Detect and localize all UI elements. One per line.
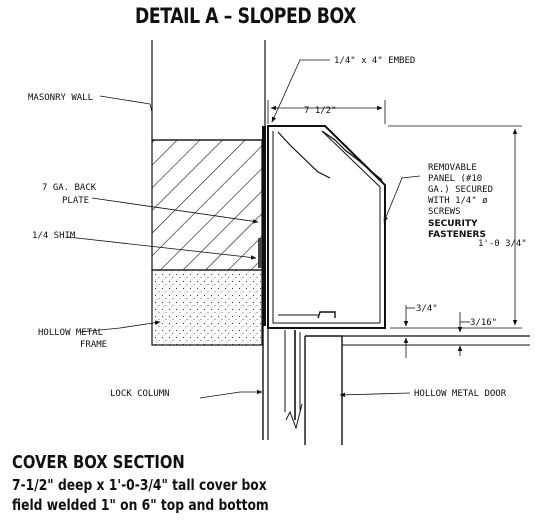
leader-lines <box>67 59 421 399</box>
embed-label: 1/4" x 4" EMBED <box>334 56 415 66</box>
lock-column-label: LOCK COLUMN <box>110 389 170 399</box>
frame-label-1: HOLLOW METAL <box>38 328 103 338</box>
sloped-cover-box <box>267 125 386 329</box>
back-plate-label-1: 7 GA. BACK <box>42 183 97 193</box>
back-plate-label-2: PLATE <box>62 196 89 206</box>
depth-label: 7 1/2" <box>304 106 337 116</box>
masonry-wall-label: MASONRY WALL <box>28 93 93 103</box>
panel-label-6: SECURITY <box>428 219 478 229</box>
masonry-wall <box>151 40 266 346</box>
shim-label: 1/4 SHIM <box>32 231 76 241</box>
caption-line-2: field welded 1" on 6" top and bottom <box>12 496 269 514</box>
hollow-metal-frame <box>262 326 303 440</box>
panel-label-3: GA.) SECURED <box>428 185 493 195</box>
panel-label-1: REMOVABLE <box>428 163 477 173</box>
small-dimensions <box>403 305 470 358</box>
panel-label-2: PANEL (#10 <box>428 174 482 184</box>
dim-3-16-label: 3/16" <box>470 318 497 328</box>
height-dimension <box>388 125 522 329</box>
height-label: 1'-0 3/4" <box>478 239 527 249</box>
door-label: HOLLOW METAL DOOR <box>414 389 507 399</box>
back-plate <box>258 126 266 326</box>
panel-label-5: SCREWS <box>428 207 461 217</box>
depth-dimension <box>267 100 386 124</box>
dim-3-4-label: 3/4" <box>416 304 438 314</box>
caption-line-1: 7-1/2" deep x 1'-0-3/4" tall cover box <box>12 476 267 494</box>
frame-label-2: FRAME <box>80 340 107 350</box>
detail-title: DETAIL A – SLOPED BOX <box>135 4 356 28</box>
hollow-metal-door <box>304 335 530 445</box>
panel-label-7: FASTENERS <box>428 230 486 240</box>
caption-heading: COVER BOX SECTION <box>12 452 185 473</box>
panel-label-4: WITH 1/4" ø <box>428 196 488 206</box>
